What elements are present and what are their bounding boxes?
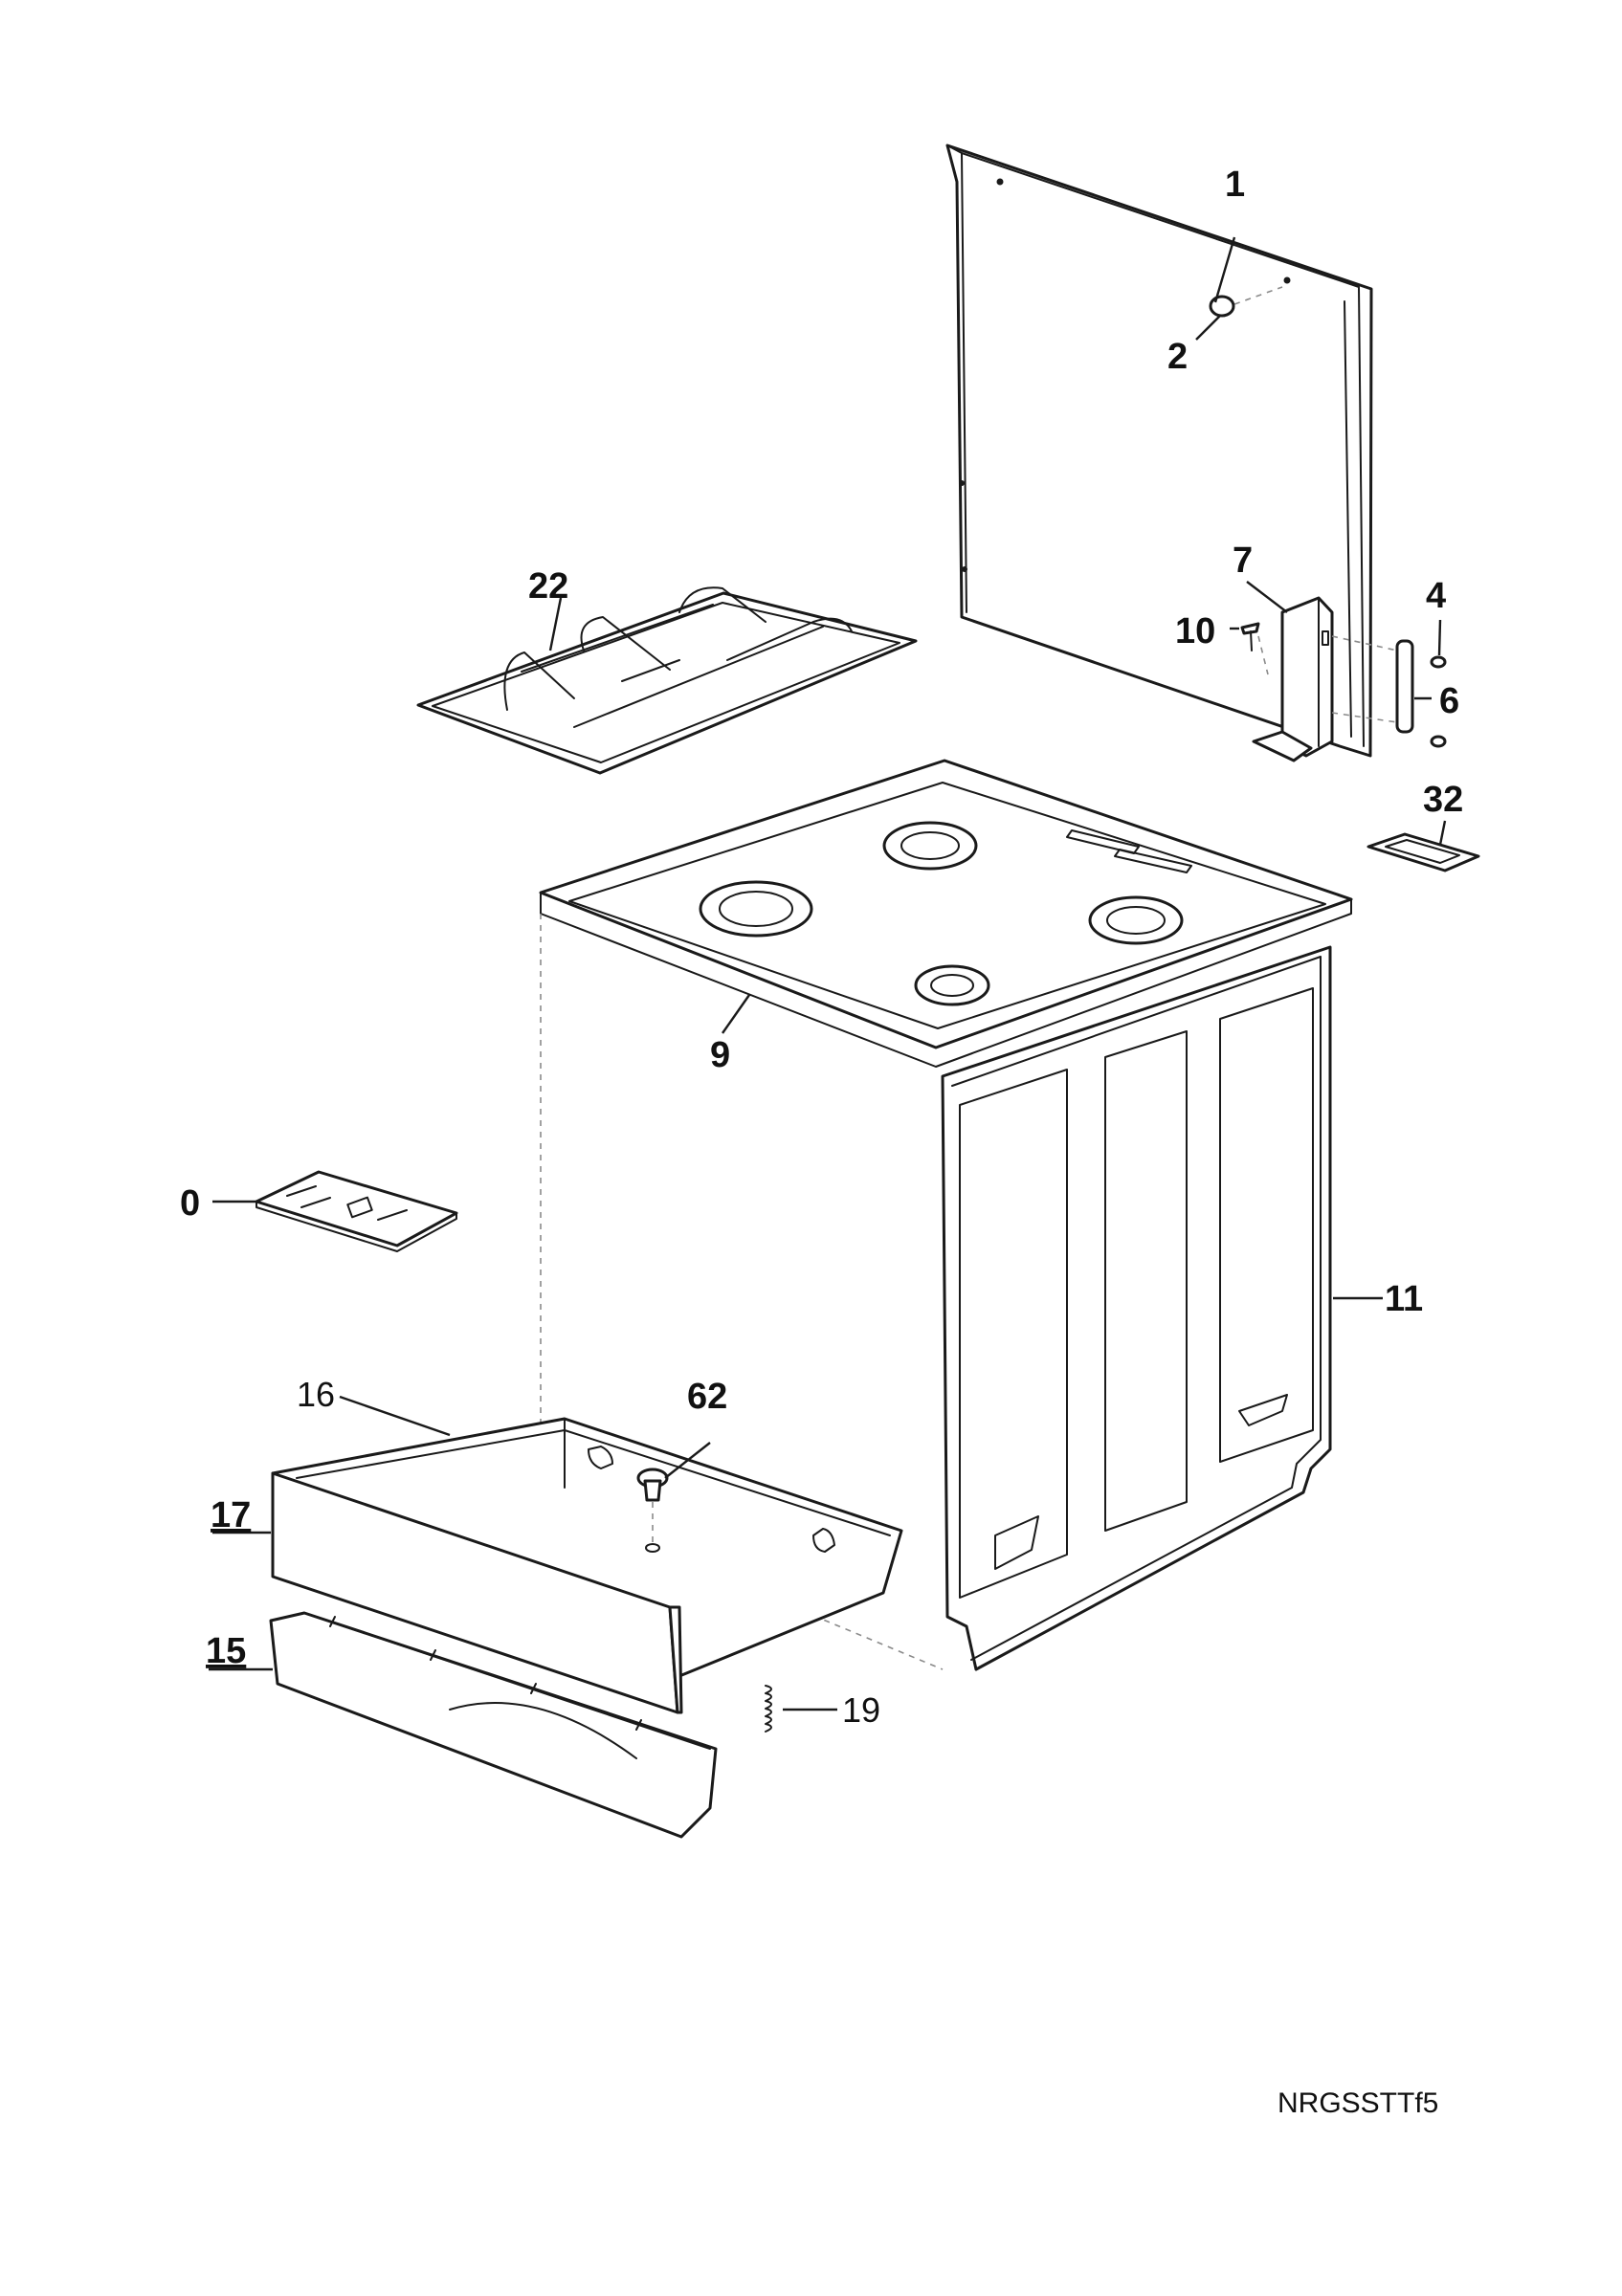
- instruction-booklet[interactable]: [255, 1170, 458, 1252]
- drawer-spring[interactable]: [765, 1685, 772, 1733]
- storage-drawer[interactable]: [271, 1417, 903, 1714]
- callout-7[interactable]: 7: [1233, 541, 1253, 581]
- drawer-handle[interactable]: [269, 1611, 718, 1839]
- callout-62[interactable]: 62: [687, 1377, 727, 1417]
- pan-support-grid[interactable]: [416, 586, 918, 775]
- callout-19[interactable]: 19: [842, 1690, 880, 1730]
- callout-16[interactable]: 16: [297, 1375, 335, 1414]
- callout-labels: 1 2 7 10 4 6 32 22 9 11 0 16 62 17 15 19: [180, 165, 1463, 1730]
- hob-top[interactable]: [539, 759, 1353, 1068]
- drawer-fixing-pin[interactable]: [636, 1468, 669, 1553]
- callout-1[interactable]: 1: [1225, 165, 1245, 205]
- callout-10[interactable]: 10: [1175, 611, 1215, 651]
- callout-22[interactable]: 22: [528, 566, 568, 607]
- lid-hinge[interactable]: [1252, 596, 1334, 762]
- lid-panel[interactable]: [945, 144, 1373, 758]
- hinge-screw[interactable]: [1240, 622, 1260, 651]
- callout-15[interactable]: 15: [206, 1631, 246, 1671]
- callout-2[interactable]: 2: [1167, 337, 1188, 377]
- callout-6[interactable]: 6: [1439, 681, 1459, 721]
- cabinet-body[interactable]: [540, 914, 1332, 1671]
- callout-0[interactable]: 0: [180, 1183, 200, 1224]
- callout-11[interactable]: 11: [1385, 1279, 1423, 1319]
- vent-grille[interactable]: [1366, 832, 1480, 872]
- callout-9[interactable]: 9: [710, 1035, 730, 1075]
- bracket-screws[interactable]: [1430, 655, 1447, 748]
- callout-32[interactable]: 32: [1423, 780, 1463, 820]
- leader-lines: [209, 236, 1447, 1711]
- callout-4[interactable]: 4: [1426, 576, 1446, 616]
- hinge-bracket[interactable]: [1331, 635, 1414, 734]
- callout-17[interactable]: 17: [211, 1495, 251, 1535]
- diagram-code: NRGSSTTf5: [1278, 2087, 1438, 2119]
